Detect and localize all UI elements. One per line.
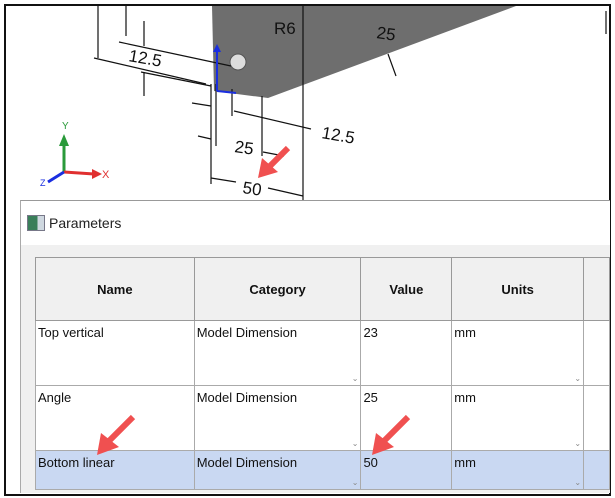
cad-drawing: R6 25 12.5 12.5 25 50 Y X Z bbox=[40, 6, 607, 202]
table-row-selected[interactable]: Bottom linear Model Dimension⌄ 50 mm⌄ bbox=[35, 450, 610, 490]
cell-units[interactable]: mm⌄ bbox=[451, 385, 585, 451]
svg-text:X: X bbox=[102, 169, 110, 181]
column-header-category[interactable]: Category bbox=[193, 257, 362, 321]
dim-50: 50 bbox=[241, 178, 262, 199]
cell-name[interactable]: Angle bbox=[35, 385, 195, 451]
triad-icon: Y X Z bbox=[40, 44, 237, 188]
cell-category[interactable]: Model Dimension⌄ bbox=[193, 385, 362, 451]
parameters-icon bbox=[27, 215, 45, 231]
column-header-value[interactable]: Value bbox=[360, 257, 453, 321]
column-header-name[interactable]: Name bbox=[35, 257, 195, 321]
annotation-arrow-icon bbox=[258, 145, 291, 178]
cell-category[interactable]: Model Dimension⌄ bbox=[193, 320, 362, 386]
cell-value[interactable]: 50 bbox=[360, 450, 453, 490]
dim-25-angle: 25 bbox=[375, 23, 396, 44]
cell-units[interactable]: mm⌄ bbox=[451, 320, 585, 386]
annotation-arrow-icon bbox=[97, 414, 136, 455]
parameters-dialog: Parameters Name Category Value Units Top… bbox=[20, 200, 610, 493]
column-header-extra bbox=[583, 257, 610, 321]
cell-extra bbox=[583, 320, 610, 386]
cell-name[interactable]: Top vertical bbox=[35, 320, 195, 386]
screenshot-frame: R6 25 12.5 12.5 25 50 Y X Z Parameters bbox=[4, 4, 611, 496]
table-row[interactable]: Top vertical Model Dimension⌄ 23 mm⌄ bbox=[35, 320, 610, 386]
dialog-title: Parameters bbox=[49, 215, 122, 231]
cell-name[interactable]: Bottom linear bbox=[35, 450, 195, 490]
parameters-table: Name Category Value Units Top vertical M… bbox=[35, 257, 610, 490]
cell-units[interactable]: mm⌄ bbox=[451, 450, 585, 490]
svg-text:Z: Z bbox=[40, 178, 46, 188]
part-face bbox=[212, 6, 516, 98]
dim-12-5-right: 12.5 bbox=[320, 123, 356, 147]
cad-viewport[interactable]: R6 25 12.5 12.5 25 50 Y X Z bbox=[6, 6, 609, 202]
svg-text:Y: Y bbox=[62, 121, 69, 132]
cell-value[interactable]: 23 bbox=[360, 320, 453, 386]
column-header-units[interactable]: Units bbox=[451, 257, 585, 321]
annotation-arrow-icon bbox=[372, 414, 411, 455]
cell-extra bbox=[583, 385, 610, 451]
dim-25: 25 bbox=[233, 137, 254, 158]
hole bbox=[229, 53, 247, 71]
dim-r6: R6 bbox=[274, 19, 296, 38]
cell-extra bbox=[583, 450, 610, 490]
dialog-titlebar[interactable]: Parameters bbox=[21, 201, 610, 245]
table-row[interactable]: Angle Model Dimension⌄ 25 mm⌄ bbox=[35, 385, 610, 451]
cell-category[interactable]: Model Dimension⌄ bbox=[193, 450, 362, 490]
